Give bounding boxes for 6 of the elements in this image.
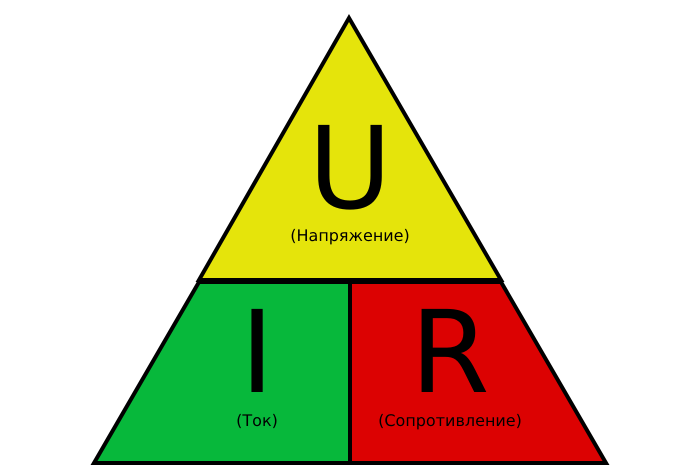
quantity-name: (Напряжение) [290, 226, 410, 246]
quantity-symbol: U [308, 112, 392, 226]
quantity-symbol: I [240, 296, 274, 410]
quantity-name: (Ток) [236, 411, 278, 430]
quantity-name: (Сопротивление) [378, 411, 522, 430]
quantity-symbol: R [410, 296, 490, 410]
